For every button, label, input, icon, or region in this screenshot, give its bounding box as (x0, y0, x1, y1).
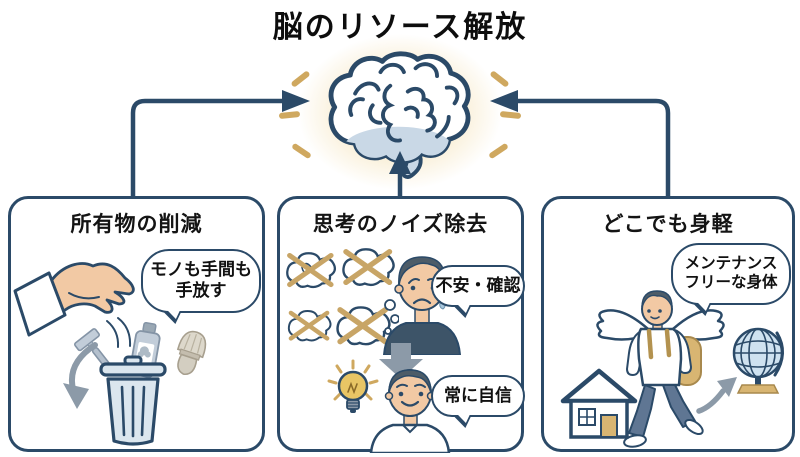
section-lightweight-title: どこでも身軽 (602, 213, 734, 236)
section-possessions: 所有物の削減 モノも手間も 手放す (8, 196, 265, 452)
motion-lines-icon (106, 317, 132, 348)
house-icon (560, 368, 638, 439)
down-arrow-icon (379, 343, 423, 379)
trash-can-icon (99, 355, 167, 446)
bubble-line: フリーな身体 (684, 274, 778, 291)
open-hand-icon (13, 262, 135, 337)
winged-traveler-icon (596, 290, 725, 448)
bubble-line: 不安・確認 (435, 275, 521, 295)
ray-dash-icon (499, 110, 522, 120)
curved-down-arrow-icon (63, 342, 98, 409)
speech-bubble-confidence: 常に自信 (431, 375, 525, 417)
left-wing-icon (596, 309, 650, 341)
lightbulb-icon (327, 359, 379, 413)
curved-up-arrow-icon (696, 377, 737, 414)
shaving-brush-icon (176, 330, 207, 376)
ray-dash-icon (278, 110, 301, 120)
left-to-brain-arrow (130, 98, 284, 198)
section-lightweight: どこでも身軽 メンテナンス フリーな身体 (541, 196, 795, 452)
bubble-line: メンテナンス (684, 255, 778, 273)
confident-person-icon (369, 369, 451, 453)
section-possessions-title: 所有物の削減 (70, 213, 203, 236)
bubble-line: モノも手間も (150, 260, 252, 280)
section-noise-removal: 思考のノイズ除去 (277, 196, 525, 453)
bubble-line: 手放す (175, 281, 227, 300)
right-wing-icon (671, 309, 725, 341)
falling-items (73, 317, 207, 378)
speech-bubble-anxiety: 不安・確認 (431, 265, 525, 307)
speech-bubble-letgo: モノも手間も 手放す (141, 249, 261, 313)
bubble-line: 常に自信 (444, 385, 512, 405)
right-to-brain-arrow (516, 98, 671, 198)
globe-icon (732, 327, 784, 394)
brain-icon (328, 51, 471, 179)
speech-bubble-maintenance: メンテナンス フリーな身体 (671, 243, 791, 305)
crossed-thought-clouds-icon (286, 248, 399, 346)
section-noise-title: 思考のノイズ除去 (312, 213, 489, 236)
